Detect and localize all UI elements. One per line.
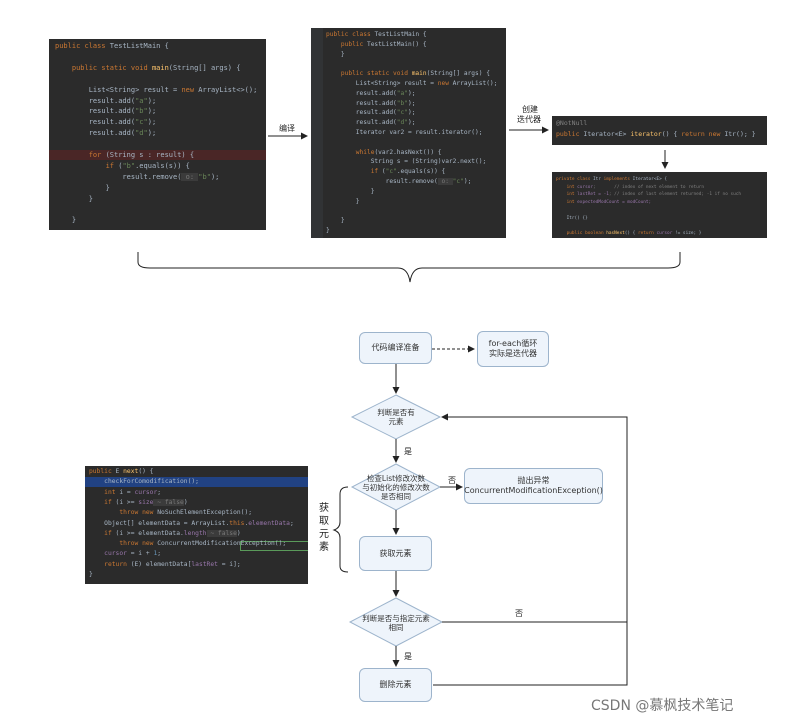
code-line: public Iterator<E> iterator() { return n… — [556, 130, 756, 138]
code-panel-source: public class TestListMain { public stati… — [49, 39, 266, 230]
create-iterator-label-1: 创建 — [522, 105, 538, 114]
code-line: } — [55, 183, 110, 192]
code-panel-next-method: public E next() { checkForComodification… — [85, 466, 308, 584]
code-line: Itr() {} — [556, 215, 588, 221]
prepare-box: 代码编译准备 — [359, 332, 432, 364]
code-line: Iterator var2 = result.iterator(); — [326, 129, 483, 136]
code-line: } — [55, 194, 93, 203]
code-line: if (i >= elementData.length ~ false) — [89, 529, 241, 537]
code-line: result.remove( o: "c"); — [326, 178, 472, 185]
code-line: } — [89, 571, 93, 578]
code-line: } — [326, 227, 330, 234]
code-line: cursor = i + 1; — [89, 550, 162, 558]
loop-highlight-line — [49, 150, 266, 160]
code-line: throw new ConcurrentModificationExceptio… — [89, 540, 287, 548]
code-line: public boolean hasNext() { return cursor… — [556, 230, 702, 236]
yes-label-1: 是 — [404, 447, 412, 456]
code-line: while(var2.hasNext()) { — [326, 148, 442, 156]
code-line: } — [326, 217, 345, 225]
code-line: int expectedModCount = modCount; — [556, 200, 652, 206]
match-text: 判断是否与指定元素相同 — [362, 614, 430, 632]
code-line: } — [326, 50, 345, 58]
side-brace-label: 获取元素 — [319, 503, 329, 553]
code-line: checkForComodification(); — [89, 478, 199, 486]
code-line: public TestListMain() { — [326, 40, 427, 48]
top-brace — [137, 252, 681, 283]
code-line: return (E) elementData[lastRet = i]; — [89, 560, 241, 568]
code-line: result.remove( o: "b"); — [55, 172, 220, 181]
code-line: if ("c".equals(s)) { — [326, 168, 446, 176]
yes-label-2: 是 — [404, 652, 412, 661]
exception-highlight-box — [240, 541, 308, 551]
foreach-note-box: for-each循环 实际是迭代器 — [477, 331, 549, 367]
code-line: public static void main(String[] args) { — [55, 63, 241, 72]
create-iterator-label-2: 迭代器 — [517, 115, 541, 124]
code-line: if (i >= size ~ false) — [89, 498, 188, 506]
code-line: public E next() { — [89, 468, 154, 475]
code-line: Object[] elementData = ArrayList.this.el… — [89, 519, 294, 527]
code-line: List<String> result = new ArrayList<>(); — [55, 85, 258, 94]
code-line: int lastRet = -1; // index of last eleme… — [556, 192, 742, 198]
code-line: result.add("b"); — [55, 107, 157, 116]
get-element-box: 获取元素 — [359, 536, 432, 571]
watermark: CSDN @慕枫技术笔记 — [591, 698, 734, 714]
current-line-highlight — [85, 477, 308, 487]
code-line: result.add("a"); — [326, 89, 416, 97]
code-panel-compiled: public class TestListMain { public TestL… — [311, 28, 506, 238]
code-gutter — [311, 28, 323, 238]
code-line: int i = cursor; — [89, 488, 162, 496]
delete-element-box: 删除元素 — [359, 668, 432, 702]
code-line: String s = (String)var2.next(); — [326, 158, 487, 166]
code-line: public static void main(String[] args) { — [326, 70, 490, 78]
code-line: @NotNull — [556, 119, 588, 127]
code-line: for (String s : result) { — [55, 151, 195, 159]
code-line: result.add("c"); — [326, 109, 416, 117]
check-mod-text: 检查List修改次数与初始化的修改次数是否相同 — [362, 474, 430, 501]
code-line: } — [326, 187, 375, 195]
code-line: throw new NoSuchElementException(); — [89, 509, 253, 517]
code-panel-itr-class: private class Itr implements Iterator<E>… — [552, 172, 767, 238]
compile-label: 编译 — [279, 124, 295, 133]
code-line: public class TestListMain { — [326, 31, 427, 38]
no-label-2: 否 — [515, 609, 523, 618]
code-line: result.add("d"); — [55, 129, 157, 138]
no-label-1: 否 — [448, 476, 456, 485]
code-line: result.add("a"); — [55, 96, 157, 105]
code-line: List<String> result = new ArrayList(); — [326, 80, 498, 87]
code-panel-iterator: @NotNull public Iterator<E> iterator() { … — [552, 116, 767, 145]
code-line: private class Itr implements Iterator<E>… — [556, 177, 668, 182]
code-line: int cursor; // index of next element to … — [556, 184, 705, 190]
exception-box: 抛出异常 ConcurrentModificationException() — [464, 468, 603, 504]
side-brace — [332, 486, 349, 573]
code-line: public class TestListMain { — [55, 42, 169, 50]
code-line: result.add("d"); — [326, 119, 416, 127]
code-line: if ("b".equals(s)) { — [55, 161, 190, 170]
code-line: result.add("c"); — [55, 118, 157, 127]
code-line: } — [55, 216, 77, 225]
code-line: result.add("b"); — [326, 99, 416, 107]
has-element-text: 判断是否有元素 — [377, 408, 415, 426]
code-line: } — [326, 197, 360, 205]
